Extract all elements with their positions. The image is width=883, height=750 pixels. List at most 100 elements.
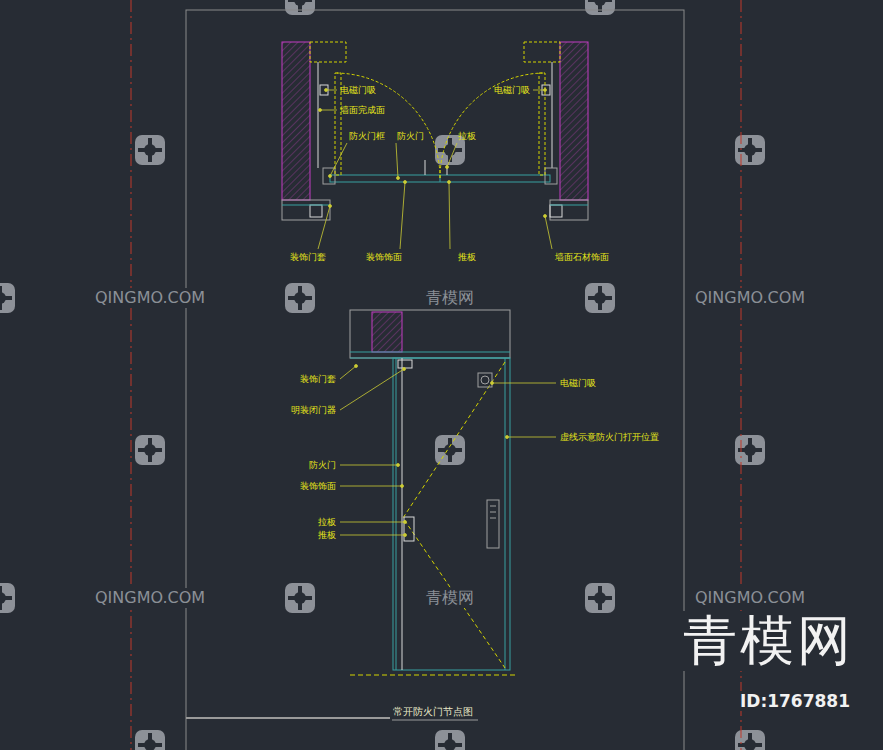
plan-leaders-part: [449, 182, 450, 249]
plan-view-part: [552, 62, 553, 168]
elevation-view-part: [398, 360, 412, 368]
sheet-frame-part: [131, 0, 132, 750]
elevation-view-part: [481, 376, 489, 384]
plan-view-part: [560, 42, 588, 200]
sheet-frame-part: [186, 10, 684, 750]
elevation-view-part: [396, 358, 397, 670]
plan-leaders-part: [545, 216, 552, 249]
elevation-leaders-part: [340, 369, 404, 410]
plan-view-part: [542, 85, 550, 95]
elevation-leaders-part: [340, 522, 405, 523]
elevation-leaders-part: [492, 383, 556, 384]
plan-leaders-part: [330, 143, 347, 176]
elevation-view-part: [372, 312, 402, 352]
plan-leaders-part: [320, 110, 337, 111]
watermark: QINGMO.COM: [693, 288, 807, 307]
elevation-view-part: [350, 352, 510, 353]
drawing-caption: 常开防火门节点图: [393, 706, 473, 718]
callout-label: 拉板: [318, 517, 336, 528]
watermark-logos-part: [135, 435, 165, 465]
plan-leaders-part: [544, 89, 547, 92]
plan-leaders-part: [319, 109, 322, 112]
elevation-view-part: [478, 373, 492, 387]
watermark-logos: [0, 0, 765, 750]
elevation-leaders-part: [340, 535, 405, 536]
watermark-logos-part: [735, 730, 765, 750]
elevation-leaders-part: [506, 436, 509, 439]
plan-view-part: [320, 85, 328, 95]
plan-leaders-part: [448, 181, 451, 184]
elevation-leaders-part: [403, 368, 406, 371]
elevation-view-part: [403, 362, 505, 668]
plan-leaders-part: [325, 89, 328, 92]
elevation-view-part: [490, 512, 496, 513]
watermark-logos-part: [135, 730, 165, 750]
plan-leaders: [318, 89, 552, 250]
elevation-view-part: [490, 506, 496, 507]
callout-label: 装饰饰面: [300, 481, 336, 492]
callout-label: 明装闭门器: [291, 405, 336, 416]
watermark-logos-part: [585, 0, 615, 15]
plan-view-part: [318, 62, 319, 168]
plan-view-part: [524, 42, 560, 62]
watermark-logos-part: [585, 583, 615, 613]
elevation-leaders-part: [340, 486, 402, 487]
elevation-leaders-part: [340, 366, 356, 379]
watermark: QINGMO.COM: [93, 588, 207, 607]
plan-leaders-part: [329, 175, 332, 178]
watermark-logos-part: [285, 583, 315, 613]
plan-view-part: [310, 205, 322, 217]
elevation-view-part: [490, 518, 496, 519]
callout-label: 电磁门吸: [560, 378, 596, 389]
watermark: QINGMO.COM: [93, 288, 207, 307]
plan-view-part: [310, 42, 346, 62]
elevation-leaders-part: [404, 534, 407, 537]
watermark-logo-text: 青模网: [683, 611, 854, 670]
watermark-logos-part: [0, 283, 15, 313]
callout-label: 墙面完成面: [340, 105, 385, 116]
plan-leaders-part: [544, 215, 547, 218]
plan-leaders-part: [397, 177, 400, 180]
callout-label: 推板: [318, 530, 336, 541]
elevation-view-part: [505, 358, 506, 670]
callout-label: 防火门框: [349, 131, 385, 142]
elevation-leaders-part: [507, 437, 556, 438]
plan-leaders-part: [447, 143, 457, 167]
plan-leaders-part: [396, 143, 398, 178]
plan-view-part: [335, 73, 440, 178]
callout-label: 拉板: [458, 131, 476, 142]
watermark: 青模网: [424, 588, 476, 607]
sheet-frame: [131, 0, 741, 750]
elevation-view-part: [487, 500, 499, 548]
sheet-frame-part: [392, 720, 478, 721]
watermark-logos-part: [435, 730, 465, 750]
elevation-leaders-part: [404, 521, 407, 524]
callout-label: 电磁门吸: [494, 85, 530, 96]
elevation-view-part: [393, 358, 510, 670]
watermark-logos-part: [285, 283, 315, 313]
plan-view-part: [545, 168, 557, 184]
watermark-logos-part: [285, 0, 315, 15]
watermark-logos-part: [735, 435, 765, 465]
elevation-leaders-part: [355, 365, 358, 368]
elevation-view-part: [402, 358, 403, 670]
elevation-view-part: [350, 310, 510, 358]
elevation-leaders-part: [401, 485, 404, 488]
watermark-logos-part: [0, 583, 15, 613]
callout-label: 装饰饰面: [366, 252, 402, 263]
watermark: 青模网: [424, 288, 476, 307]
sheet-frame-part: [186, 717, 390, 719]
elevation-leaders-part: [397, 464, 400, 467]
callout-label: 防火门: [397, 131, 424, 142]
watermark-logos-part: [135, 135, 165, 165]
elevation-leaders-part: [340, 465, 398, 466]
callout-label: 墙面石材饰面: [555, 252, 609, 263]
plan-leaders-part: [329, 205, 332, 208]
elevation-view-part: [350, 675, 515, 676]
callout-label: 装饰门套: [300, 374, 336, 385]
plan-leaders-part: [404, 181, 407, 184]
plan-view-part: [550, 200, 588, 220]
plan-view-part: [447, 165, 448, 175]
watermark: QINGMO.COM: [693, 588, 807, 607]
